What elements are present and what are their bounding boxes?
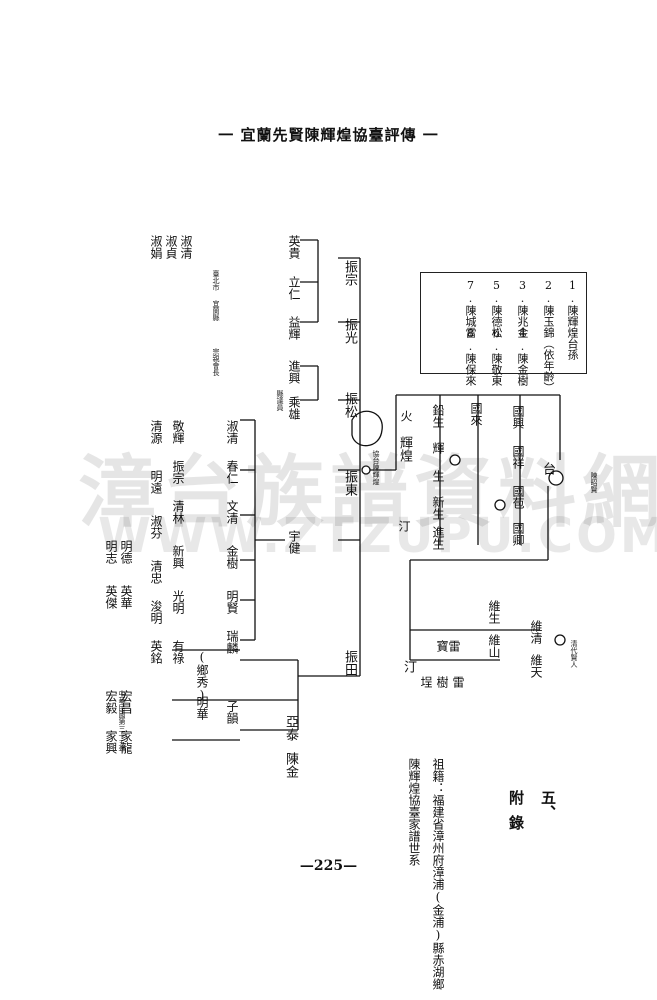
root-label: 台 — [540, 462, 555, 475]
branch-1: 國興 — [511, 405, 525, 429]
g2-3: 文清 — [225, 500, 239, 524]
small-note-1: 宗親會長 — [212, 348, 220, 376]
g2-2: 春仁 — [225, 460, 239, 484]
g4-2: 明遠 — [149, 470, 163, 494]
g4-1: 清源 — [149, 420, 163, 444]
note-v-1: (鄉秀) — [195, 650, 209, 702]
fl-2-1: 明德 — [119, 540, 133, 564]
small-note-3: 臺北市 — [212, 270, 220, 291]
second-3: 生 — [431, 470, 445, 482]
legend-col-5b: 8.陳保來 — [464, 327, 477, 386]
son-4: 振東 — [342, 470, 357, 496]
second-4: 新生 — [431, 496, 445, 520]
second-5: 進生 — [431, 526, 445, 550]
legend-col-3b: 4.陳金樹 — [516, 327, 529, 386]
lower-sub-3: 雷 — [451, 676, 465, 688]
lower-sub-2: 樹 — [435, 676, 449, 688]
fl-3-1: 英華 — [119, 585, 133, 609]
root-note: 陳昭賢 — [590, 472, 598, 493]
g2-1: 淑清 — [225, 420, 239, 444]
fl-4-2: 宏毅 — [104, 690, 118, 714]
legend-col-2: 2.陳玉錦（依年齡） — [542, 279, 555, 393]
branch-2: 國祥 — [511, 445, 525, 469]
page-number: —225— — [299, 858, 358, 874]
ancestry-line-2: 陳輝煌協臺家譜世系 — [407, 758, 421, 866]
fl-1-1: 淑清 — [179, 235, 193, 259]
fl-4-1: 宏昌 — [119, 690, 133, 714]
legend-col-4b: 6.陳敬東 — [490, 327, 503, 386]
g4-5: 浚明 — [149, 600, 163, 624]
fl-3-2: 英傑 — [104, 585, 118, 609]
branch-3: 國苞 — [511, 485, 525, 509]
son-5: 振田 — [342, 650, 357, 676]
legend-col-5a: 7.陳城雷 — [464, 279, 477, 338]
small-note-4: 宜蘭縣 — [212, 300, 220, 321]
branch-4: 國卿 — [511, 522, 525, 546]
son-3: 振松 — [342, 392, 357, 418]
fl-5-2: 家興 — [104, 730, 118, 754]
g2-5: 明賢 — [225, 590, 239, 614]
g2-7: 子韻 — [225, 700, 239, 724]
g3-1: 敬輝 — [171, 420, 185, 444]
note-v-2: 明華 — [195, 696, 209, 720]
small-note-5: 中華民國第三十五年 — [118, 690, 126, 753]
g2-4: 金樹 — [225, 545, 239, 569]
g3-4: 新興 — [171, 545, 185, 569]
g3-2: 振宗 — [171, 460, 185, 484]
page-header: 一 宜蘭先賢陳輝煌協臺評傳 一 — [218, 126, 439, 144]
g4-4: 清忠 — [149, 560, 163, 584]
g3-3: 清林 — [171, 500, 185, 524]
g3-6: 有祿 — [171, 640, 185, 664]
legend-col-1: 1.陳輝煌台孫 — [566, 279, 579, 360]
g1-2: 立仁 — [287, 276, 301, 300]
lower-member-6: 寶 — [435, 640, 449, 652]
lower-member-4: 維山 — [487, 634, 501, 658]
small-note-2: 縣議員 — [276, 390, 284, 411]
g4-6: 英銘 — [149, 640, 163, 664]
section-number: 五、 — [539, 790, 557, 820]
lower-sub-1: 埕 — [419, 676, 433, 688]
third-left: 火 — [399, 410, 413, 422]
g2-6: 瑞麟 — [225, 630, 239, 654]
g1-3: 益輝 — [287, 316, 301, 340]
g1-4: 進興 — [287, 360, 301, 384]
lower-member-5: 雷 — [447, 640, 461, 652]
ancestry-line-1: 祖籍：福建省漳州府漳浦(金浦)縣赤湖鄉 — [431, 758, 445, 990]
g1-6: 宇健 — [287, 530, 301, 554]
section-title: 附錄 — [507, 790, 525, 840]
g1-5: 乘雄 — [287, 396, 301, 420]
legend-col-4a: 5.陳德松 — [490, 279, 503, 338]
g4-3: 淑芬 — [149, 515, 163, 539]
third-main: 輝煌 — [397, 436, 412, 462]
third-right: 汀 — [397, 520, 411, 532]
branch-5: 國來 — [469, 402, 483, 426]
fl-5-1: 家龍 — [119, 730, 133, 754]
legend-col-3a: 3.陳兆金 — [516, 279, 529, 338]
lower-member-1: 維清 — [529, 620, 543, 644]
second-2: 輝 — [431, 442, 445, 454]
son-1: 振宗 — [342, 260, 357, 286]
fl-2-2: 明志 — [104, 540, 118, 564]
lower-root: 汀 — [401, 660, 416, 673]
g3-5: 光明 — [171, 590, 185, 614]
lower-top-note: 清代賢人 — [570, 640, 578, 668]
second-1: 鉛生 — [431, 404, 445, 428]
lower-member-2: 維天 — [529, 654, 543, 678]
bottom-1: 亞泰 — [283, 715, 298, 741]
bottom-2: 陳金 — [283, 752, 298, 778]
fl-1-2: 淑貞 — [164, 235, 178, 259]
son-2: 振光 — [342, 318, 357, 344]
fl-1-3: 淑娟 — [149, 235, 163, 259]
lower-member-3: 維生 — [487, 600, 501, 624]
g1-1: 英貴 — [287, 235, 301, 259]
legend-box: 1.陳輝煌台孫 2.陳玉錦（依年齡） 3.陳兆金 4.陳金樹 5.陳德松 6.陳… — [420, 272, 587, 393]
third-main-note: 協台陳輝煌 — [372, 450, 380, 485]
